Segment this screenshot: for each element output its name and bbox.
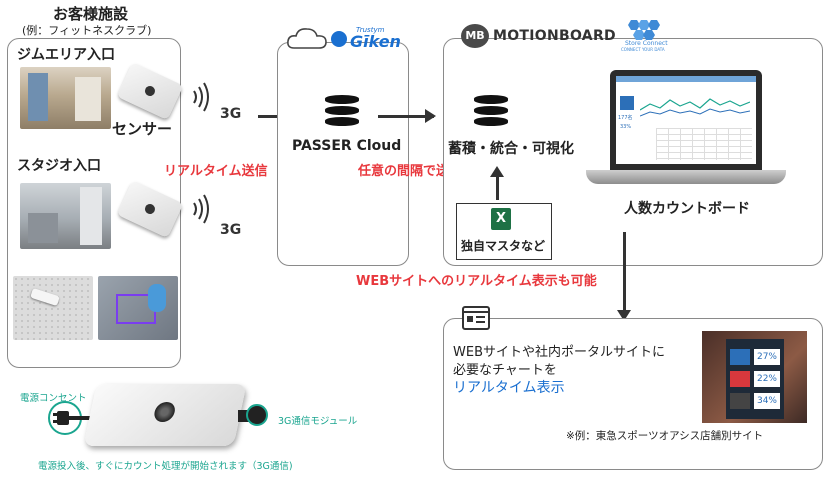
facility-subtitle: (例：フィットネスクラブ) (22, 24, 152, 37)
power-outlet-label: 電源コンセント (20, 393, 87, 404)
ceiling-sensor-photo (13, 276, 93, 340)
module-circle-icon (246, 404, 268, 426)
arrow-to-motionboard (378, 109, 436, 123)
dashboard-caption: 人数カウントボード (624, 201, 750, 217)
interval-send-label: 任意の間隔で送信 (358, 164, 463, 179)
gym-entrance-photo (20, 67, 111, 129)
motionboard-logo-badge: MB (461, 24, 489, 48)
cloud-icon (287, 28, 327, 49)
gikken-logo-mark (331, 31, 347, 47)
module-label: 3G通信モジュール (278, 416, 358, 427)
passer-cloud-title: PASSER Cloud (292, 138, 402, 154)
device-note: 電源投入後、すぐにカウント処理が開始されます（3G通信) (38, 461, 293, 472)
accumulate-label: 蓄積・統合・可視化 (448, 141, 574, 157)
motionboard-database-icon (474, 95, 508, 128)
web-realtime-note: WEBサイトへのリアルタイム表示も可能 (356, 274, 597, 289)
master-label: 独自マスタなど (461, 239, 546, 253)
signal-3g-label-bottom: 3G (220, 222, 242, 238)
dashboard-count-value: 177名 (618, 115, 633, 121)
store-connect-text: Store Connect (625, 40, 668, 47)
web-text-line1: WEBサイトや社内ポータルサイトに (453, 345, 665, 360)
studio-entrance-label: スタジオ入口 (17, 158, 101, 174)
store-connect-subtext: CONNECT YOUR DATA (621, 47, 665, 52)
web-screen-value-2: 22% (754, 371, 780, 387)
gym-entrance-label: ジムエリア入口 (17, 47, 115, 63)
gikken-logo-small: Trustym (356, 26, 385, 34)
motionboard-logo-text: MotionBoard (493, 28, 616, 44)
web-screen-image: 27% 22% 34% (702, 331, 807, 423)
passer-database-icon (325, 95, 359, 128)
browser-window-icon (462, 306, 490, 330)
sensor-device-image (83, 384, 247, 446)
store-connect-logo-icon (628, 20, 660, 40)
laptop-dashboard-image: 177名 33% (610, 70, 762, 170)
signal-wave-icon-bottom (193, 194, 209, 224)
dashboard-percent-value: 33% (620, 124, 632, 130)
web-screen-value-3: 34% (754, 393, 780, 409)
camera-view-photo (98, 276, 178, 340)
power-plug-icon (48, 401, 91, 435)
signal-3g-label-top: 3G (220, 106, 242, 122)
web-text-line2: 必要なチャートを (453, 363, 557, 378)
signal-wave-icon-top (193, 82, 209, 112)
web-example-label: ※例：東急スポーツオアシス店舗別サイト (566, 430, 764, 442)
sensor-label: センサー (112, 120, 173, 138)
web-text-line3: リアルタイム表示 (453, 380, 565, 396)
gikken-logo-text: Gīken (350, 32, 401, 51)
excel-icon: X (491, 208, 511, 230)
laptop-base (586, 170, 786, 184)
web-screen-value-1: 27% (754, 349, 780, 365)
studio-entrance-photo (20, 183, 111, 249)
arrow-from-master (490, 166, 504, 200)
arrow-to-web (617, 232, 631, 321)
facility-title: お客様施設 (53, 5, 129, 23)
realtime-send-label: リアルタイム送信 (164, 164, 268, 179)
passer-panel (277, 42, 409, 266)
